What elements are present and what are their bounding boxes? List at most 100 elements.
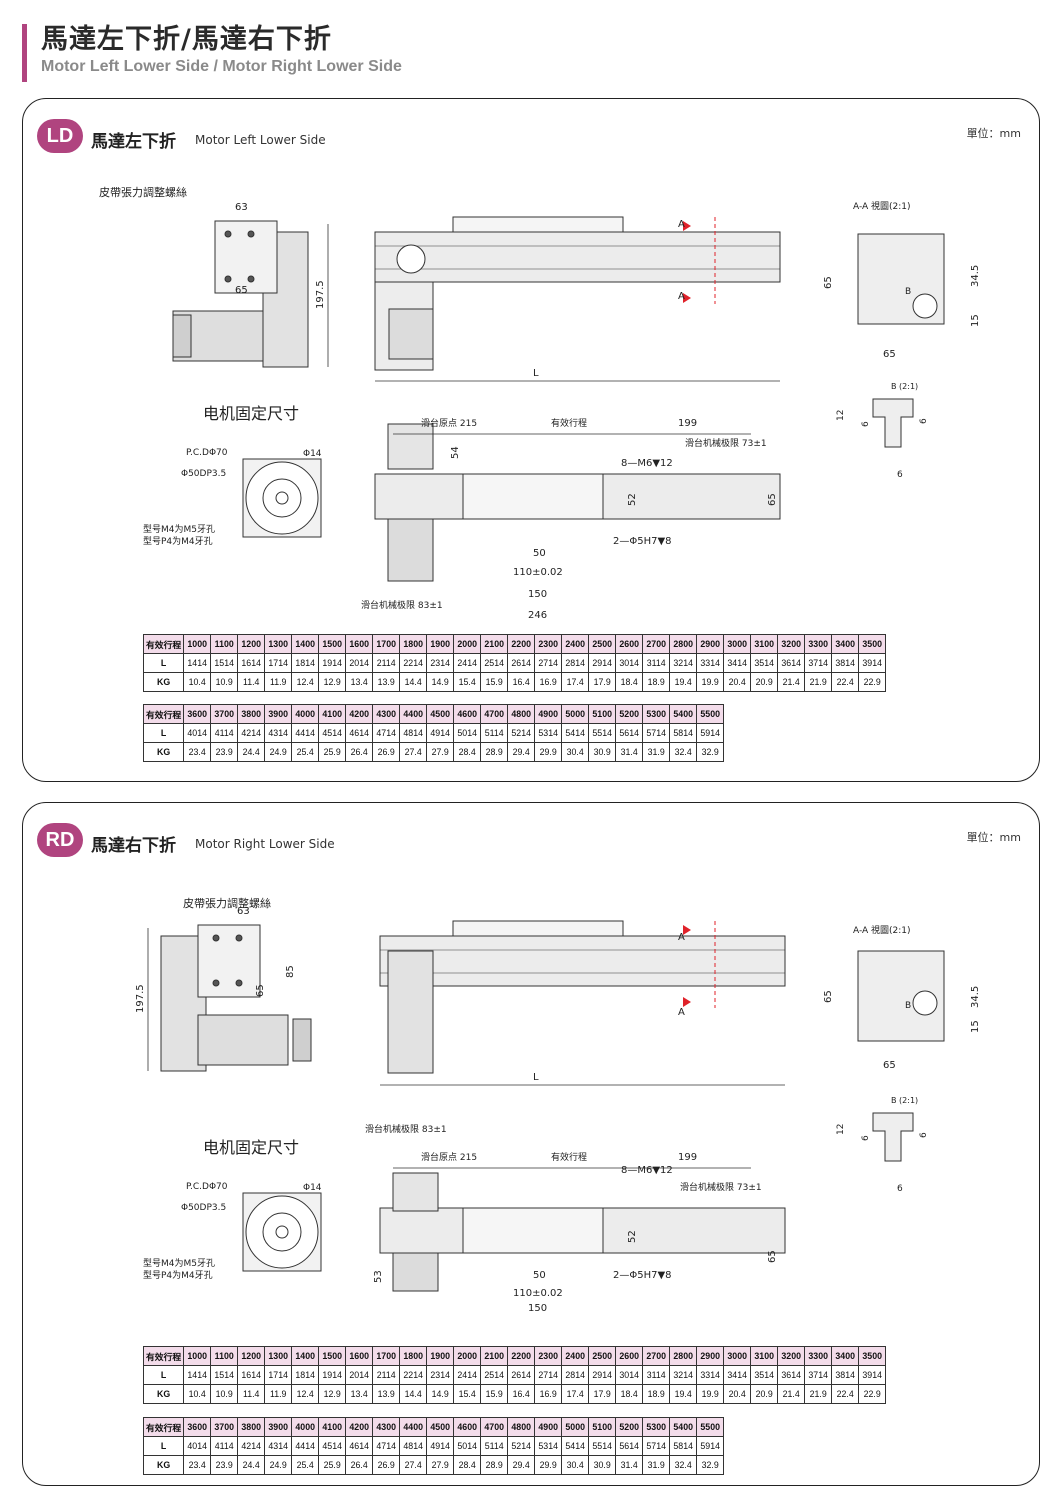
table-cell: 27.4 xyxy=(399,742,428,762)
phi14-label: Φ14 xyxy=(303,449,322,459)
table-cell: 4900 xyxy=(534,1417,563,1437)
table-cell: 28.4 xyxy=(453,1455,482,1475)
table-cell: 4914 xyxy=(426,723,455,743)
table-cell: 2500 xyxy=(588,1346,617,1366)
table-cell: 1400 xyxy=(291,1346,320,1366)
table-cell: 1414 xyxy=(183,1365,212,1385)
table-cell: 11.9 xyxy=(264,1384,293,1404)
screw-icon xyxy=(247,275,255,283)
table-cell: 1700 xyxy=(372,1346,401,1366)
row-label: KG xyxy=(142,672,185,692)
table-cell: 30.4 xyxy=(561,1455,590,1475)
table-cell: 15.4 xyxy=(453,672,482,692)
dim-53: 53 xyxy=(373,1270,384,1283)
table-cell: 4000 xyxy=(291,1417,320,1437)
shaft xyxy=(275,1225,289,1239)
dim-65: 65 xyxy=(255,984,266,997)
table-cell: 3000 xyxy=(723,634,752,654)
limit-73: 滑台机械极限 73±1 xyxy=(685,437,767,449)
table-cell: 25.9 xyxy=(318,742,347,762)
table-cell: 2614 xyxy=(507,653,536,673)
phi14-label: Φ14 xyxy=(303,1183,322,1193)
table-cell: 5514 xyxy=(588,723,617,743)
table-cell: 3300 xyxy=(804,634,833,654)
table-cell: 1800 xyxy=(399,1346,428,1366)
table-cell: 25.4 xyxy=(291,742,320,762)
table-cell: 3114 xyxy=(642,653,671,673)
table-cell: 2400 xyxy=(561,1346,590,1366)
table-cell: 5100 xyxy=(588,704,617,724)
m6-label: 8—M6▼12 xyxy=(621,458,673,469)
panel-title-en: Motor Left Lower Side xyxy=(195,133,326,147)
table-cell: 3100 xyxy=(750,1346,779,1366)
stroke-label: 有效行程 xyxy=(551,417,587,429)
table-cell: 5300 xyxy=(642,704,671,724)
motor-body xyxy=(197,1014,289,1066)
carriage-bottom xyxy=(462,1207,604,1254)
table-cell: 4500 xyxy=(426,1417,455,1437)
table-cell: 1414 xyxy=(183,653,212,673)
pin-label: 2—Φ5H7▼8 xyxy=(613,1270,672,1281)
table-cell: 1714 xyxy=(264,653,293,673)
table-cell: 29.4 xyxy=(507,742,536,762)
view-aa-label: A-A 視圖(2:1) xyxy=(853,924,911,936)
table-cell: 31.9 xyxy=(642,742,671,762)
profile-hole xyxy=(912,293,938,319)
table-cell: 4514 xyxy=(318,723,347,743)
table-cell: 3800 xyxy=(237,1417,266,1437)
table-cell: 3214 xyxy=(669,1365,698,1385)
table-cell: 2100 xyxy=(480,1346,509,1366)
panel-rd: RD 馬達右下折 Motor Right Lower Side 單位：mm 皮帶… xyxy=(22,802,1040,1486)
table-cell: 30.9 xyxy=(588,1455,617,1475)
table-cell: 21.9 xyxy=(804,1384,833,1404)
table-cell: 5414 xyxy=(561,723,590,743)
table-cell: 10.9 xyxy=(210,672,239,692)
table-cell: 5914 xyxy=(696,723,725,743)
dim-63: 63 xyxy=(237,906,250,917)
table-cell: 2300 xyxy=(534,634,563,654)
rail-body xyxy=(374,231,781,283)
table-cell: 23.4 xyxy=(183,742,212,762)
table-cell: 23.9 xyxy=(210,1455,239,1475)
table-cell: 4314 xyxy=(264,723,293,743)
table-cell: 2814 xyxy=(561,653,590,673)
table-cell: 1600 xyxy=(345,634,374,654)
table-cell: 5114 xyxy=(480,723,509,743)
pcd-label: P.C.DΦ70 xyxy=(186,448,228,458)
table-cell: 17.9 xyxy=(588,1384,617,1404)
table-cell: 3414 xyxy=(723,1365,752,1385)
table-cell: 2900 xyxy=(696,1346,725,1366)
section-a-label: A xyxy=(678,219,685,230)
table-cell: 2200 xyxy=(507,634,536,654)
table-cell: 5500 xyxy=(696,1417,725,1437)
table-cell: 5014 xyxy=(453,723,482,743)
table-cell: 2100 xyxy=(480,634,509,654)
table-cell: 3300 xyxy=(804,1346,833,1366)
section-a-label: A xyxy=(678,1007,685,1018)
table-cell: 3400 xyxy=(831,634,860,654)
phi50-label: Φ50DP3.5 xyxy=(181,469,226,479)
dim-6: 6 xyxy=(919,1132,929,1138)
dim-65-v: 65 xyxy=(767,1250,778,1263)
motor-lower xyxy=(392,1252,439,1292)
table-cell: 1700 xyxy=(372,634,401,654)
dim-50: 50 xyxy=(533,548,546,559)
table-cell: 3200 xyxy=(777,634,806,654)
table-cell: 4600 xyxy=(453,704,482,724)
table-cell: 28.9 xyxy=(480,1455,509,1475)
table-cell: 3014 xyxy=(615,1365,644,1385)
table-cell: 2500 xyxy=(588,634,617,654)
table-cell: 4314 xyxy=(264,1436,293,1456)
table-cell: 20.9 xyxy=(750,672,779,692)
motor-upper xyxy=(392,1172,439,1212)
motor-head xyxy=(388,308,434,360)
screw-icon xyxy=(247,230,255,238)
table-cell: 5100 xyxy=(588,1417,617,1437)
panel-ld: LD 馬達左下折 Motor Left Lower Side 單位：mm 皮帶張… xyxy=(22,98,1040,782)
table-cell: 5614 xyxy=(615,1436,644,1456)
table-cell: 2014 xyxy=(345,653,374,673)
table-cell: 3714 xyxy=(804,653,833,673)
